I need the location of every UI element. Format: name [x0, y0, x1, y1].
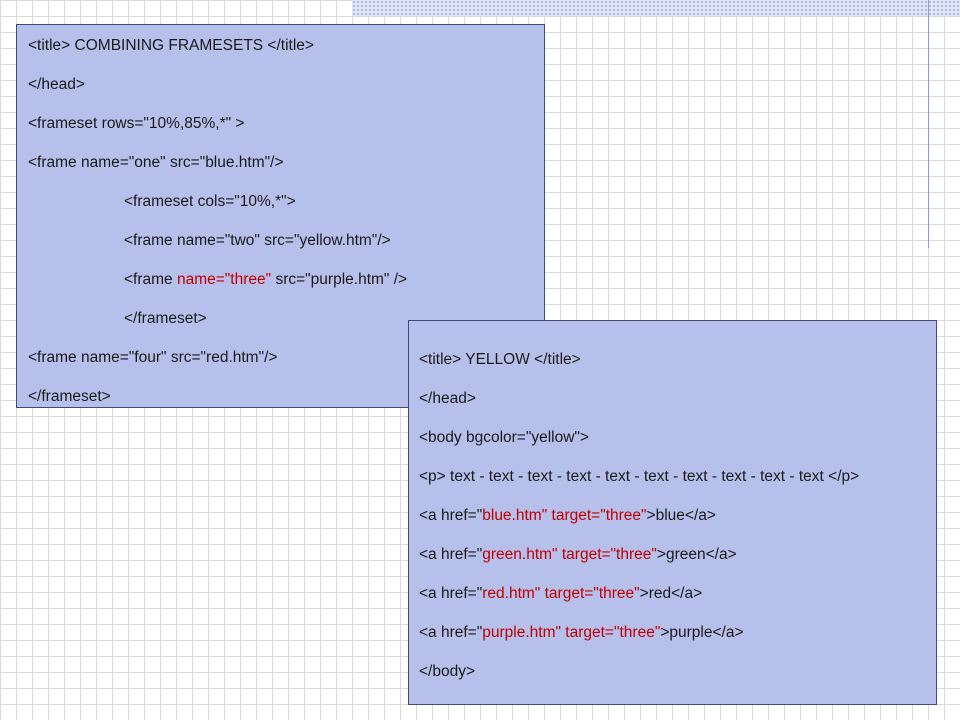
- code-text: <a href=": [419, 624, 483, 641]
- decorative-top-band: [352, 0, 960, 16]
- code-highlight: red.htm": [482, 585, 541, 602]
- code-box-frameset: <title> COMBINING FRAMESETS </title> </h…: [16, 24, 545, 408]
- code-highlight: name="three": [176, 271, 272, 288]
- code-line-indented: </frameset>: [124, 310, 207, 327]
- code-line-link: <a href="green.htm" target="three">green…: [419, 535, 936, 574]
- code-line: </frameset>: [28, 388, 111, 405]
- code-line: <body bgcolor="yellow">: [419, 429, 589, 446]
- code-text: >purple</a>: [660, 624, 744, 641]
- code-line: </head>: [28, 76, 85, 93]
- code-line-link: <a href="blue.htm" target="three">blue</…: [419, 496, 936, 535]
- code-highlight: green.htm": [482, 546, 558, 563]
- code-text: >blue</a>: [646, 507, 716, 524]
- code-line-indented: <frame name="two" src="yellow.htm"/>: [124, 232, 391, 249]
- code-box-yellow-page: <title> YELLOW </title> </head> <body bg…: [408, 320, 937, 705]
- code-text: <a href=": [419, 507, 483, 524]
- code-line: <frame name="one" src="blue.htm"/>: [28, 154, 284, 171]
- code-line-indented: <frame name="three" src="purple.htm" />: [28, 260, 544, 299]
- decorative-vertical-rule: [928, 0, 929, 248]
- code-text: <frame: [124, 271, 177, 288]
- code-highlight: purple.htm": [482, 624, 561, 641]
- code-text: <a href=": [419, 585, 483, 602]
- code-line: <title> YELLOW </title>: [419, 351, 581, 368]
- code-line: </head>: [419, 390, 476, 407]
- code-line: <frameset rows="10%,85%,*" >: [28, 115, 245, 132]
- code-line-link: <a href="red.htm" target="three">red</a>: [419, 574, 936, 613]
- code-highlight: target="three": [551, 507, 647, 524]
- code-highlight: target="three": [565, 624, 661, 641]
- code-line: </body>: [419, 663, 476, 680]
- code-highlight: target="three": [544, 585, 640, 602]
- code-line: <title> COMBINING FRAMESETS </title>: [28, 37, 314, 54]
- code-text: src="purple.htm" />: [271, 271, 408, 288]
- code-line: <p> text - text - text - text - text - t…: [419, 468, 860, 485]
- code-highlight: blue.htm": [482, 507, 548, 524]
- code-text: >green</a>: [656, 546, 737, 563]
- code-line-link: <a href="purple.htm" target="three">purp…: [419, 613, 936, 652]
- code-highlight: target="three": [561, 546, 657, 563]
- code-line-indented: <frameset cols="10%,*">: [124, 193, 296, 210]
- code-text: <a href=": [419, 546, 483, 563]
- code-text: >red</a>: [639, 585, 703, 602]
- code-line: <frame name="four" src="red.htm"/>: [28, 349, 278, 366]
